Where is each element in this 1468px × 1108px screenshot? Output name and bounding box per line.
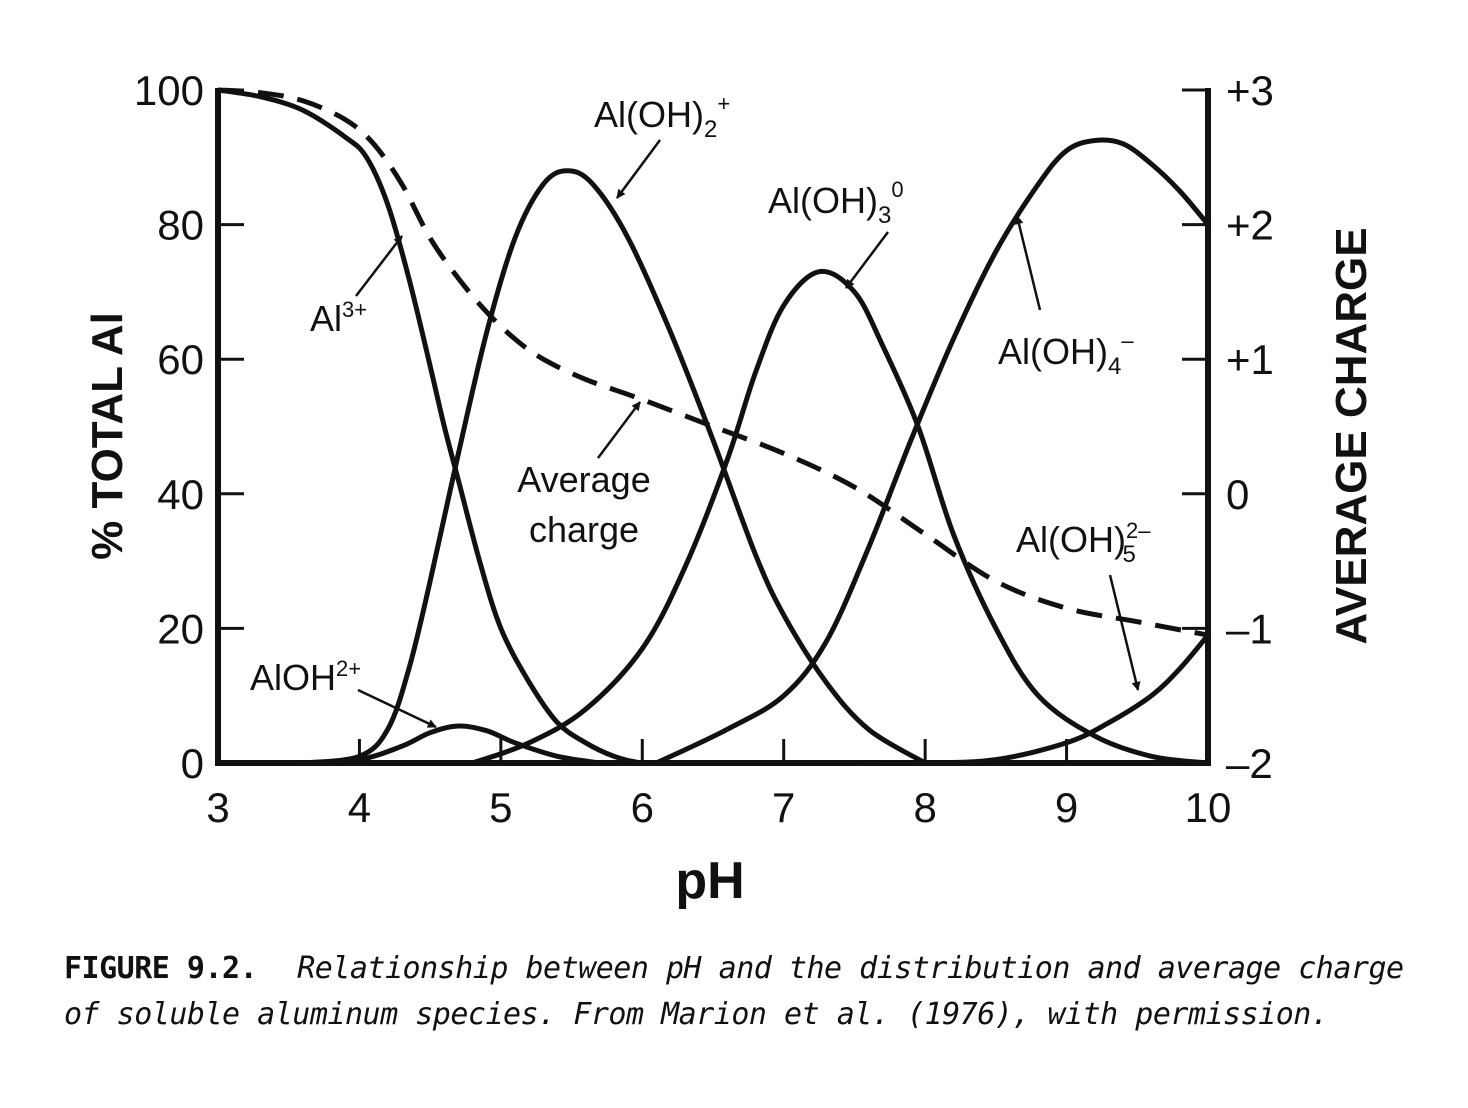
y-axis-label: % TOTAL Al xyxy=(83,312,132,560)
x-tick-label: 8 xyxy=(913,784,936,831)
y2-tick-label: +1 xyxy=(1226,336,1274,383)
series-aloh2 xyxy=(302,168,927,766)
y-tick-label: 80 xyxy=(157,202,204,249)
y-tick-label: 100 xyxy=(134,67,204,114)
species-distribution-chart: 3 4 5 6 7 8 9 10 0 20 40 60 80 100 –2 –1 0 +1 +2 +3 pH % … xyxy=(83,67,1376,910)
y-tick-label: 20 xyxy=(157,605,204,652)
y2-tick-label: 0 xyxy=(1226,471,1249,518)
label-aloh5: Al(OH)2–5 xyxy=(1016,518,1151,568)
x-tick-label: 5 xyxy=(489,784,512,831)
label-aloh2: Al(OH)2+ xyxy=(594,91,730,143)
y2-tick-label: –1 xyxy=(1226,605,1273,652)
label-aloh3: Al(OH)30 xyxy=(768,177,904,229)
y-tick-label: 40 xyxy=(157,471,204,518)
series-al3 xyxy=(217,87,671,766)
y-axis-ticks: 0 20 40 60 80 100 xyxy=(134,67,244,787)
y-tick-label: 0 xyxy=(181,740,204,787)
arrow-aloh5 xyxy=(1108,574,1141,691)
y2-tick-label: +2 xyxy=(1226,202,1274,249)
arrow-aloh3 xyxy=(845,231,889,289)
x-axis-ticks: 3 4 5 6 7 8 9 10 xyxy=(206,739,1231,831)
y2-tick-label: +3 xyxy=(1226,67,1274,114)
x-tick-label: 4 xyxy=(348,784,371,831)
label-average: Average xyxy=(517,459,650,500)
label-aloh: AlOH2+ xyxy=(250,656,361,698)
arrow-aloh xyxy=(357,688,437,729)
x-tick-label: 10 xyxy=(1185,784,1232,831)
series-aloh4 xyxy=(655,137,1210,766)
figure-caption-text: Relationship between pH and the distribu… xyxy=(64,951,1404,1032)
label-al3: Al3+ xyxy=(310,297,367,339)
y-tick-label: 60 xyxy=(157,336,204,383)
arrow-average-charge xyxy=(597,401,641,459)
x-tick-label: 6 xyxy=(631,784,654,831)
arrow-aloh4 xyxy=(1014,215,1042,311)
arrow-al3 xyxy=(355,235,403,297)
y2-axis-ticks: –2 –1 0 +1 +2 +3 xyxy=(1182,67,1274,787)
arrow-aloh2 xyxy=(615,139,662,199)
series-layer xyxy=(217,87,1210,766)
y2-tick-label: –2 xyxy=(1226,740,1273,787)
y2-axis-label: AVERAGE CHARGE xyxy=(1327,227,1376,644)
x-tick-label: 9 xyxy=(1055,784,1078,831)
figure-caption: FIGURE 9.2.Relationship between pH and t… xyxy=(64,946,1404,1038)
series-aloh3 xyxy=(471,268,1209,766)
x-axis-label: pH xyxy=(675,852,744,910)
label-aloh4: Al(OH)4– xyxy=(998,328,1134,380)
x-tick-label: 3 xyxy=(206,784,229,831)
label-charge: charge xyxy=(529,509,639,550)
series-aloh xyxy=(302,723,601,766)
series-average-charge xyxy=(217,87,1209,638)
x-tick-label: 7 xyxy=(772,784,795,831)
figure-label: FIGURE 9.2. xyxy=(64,951,258,986)
series-aloh5 xyxy=(854,633,1210,766)
